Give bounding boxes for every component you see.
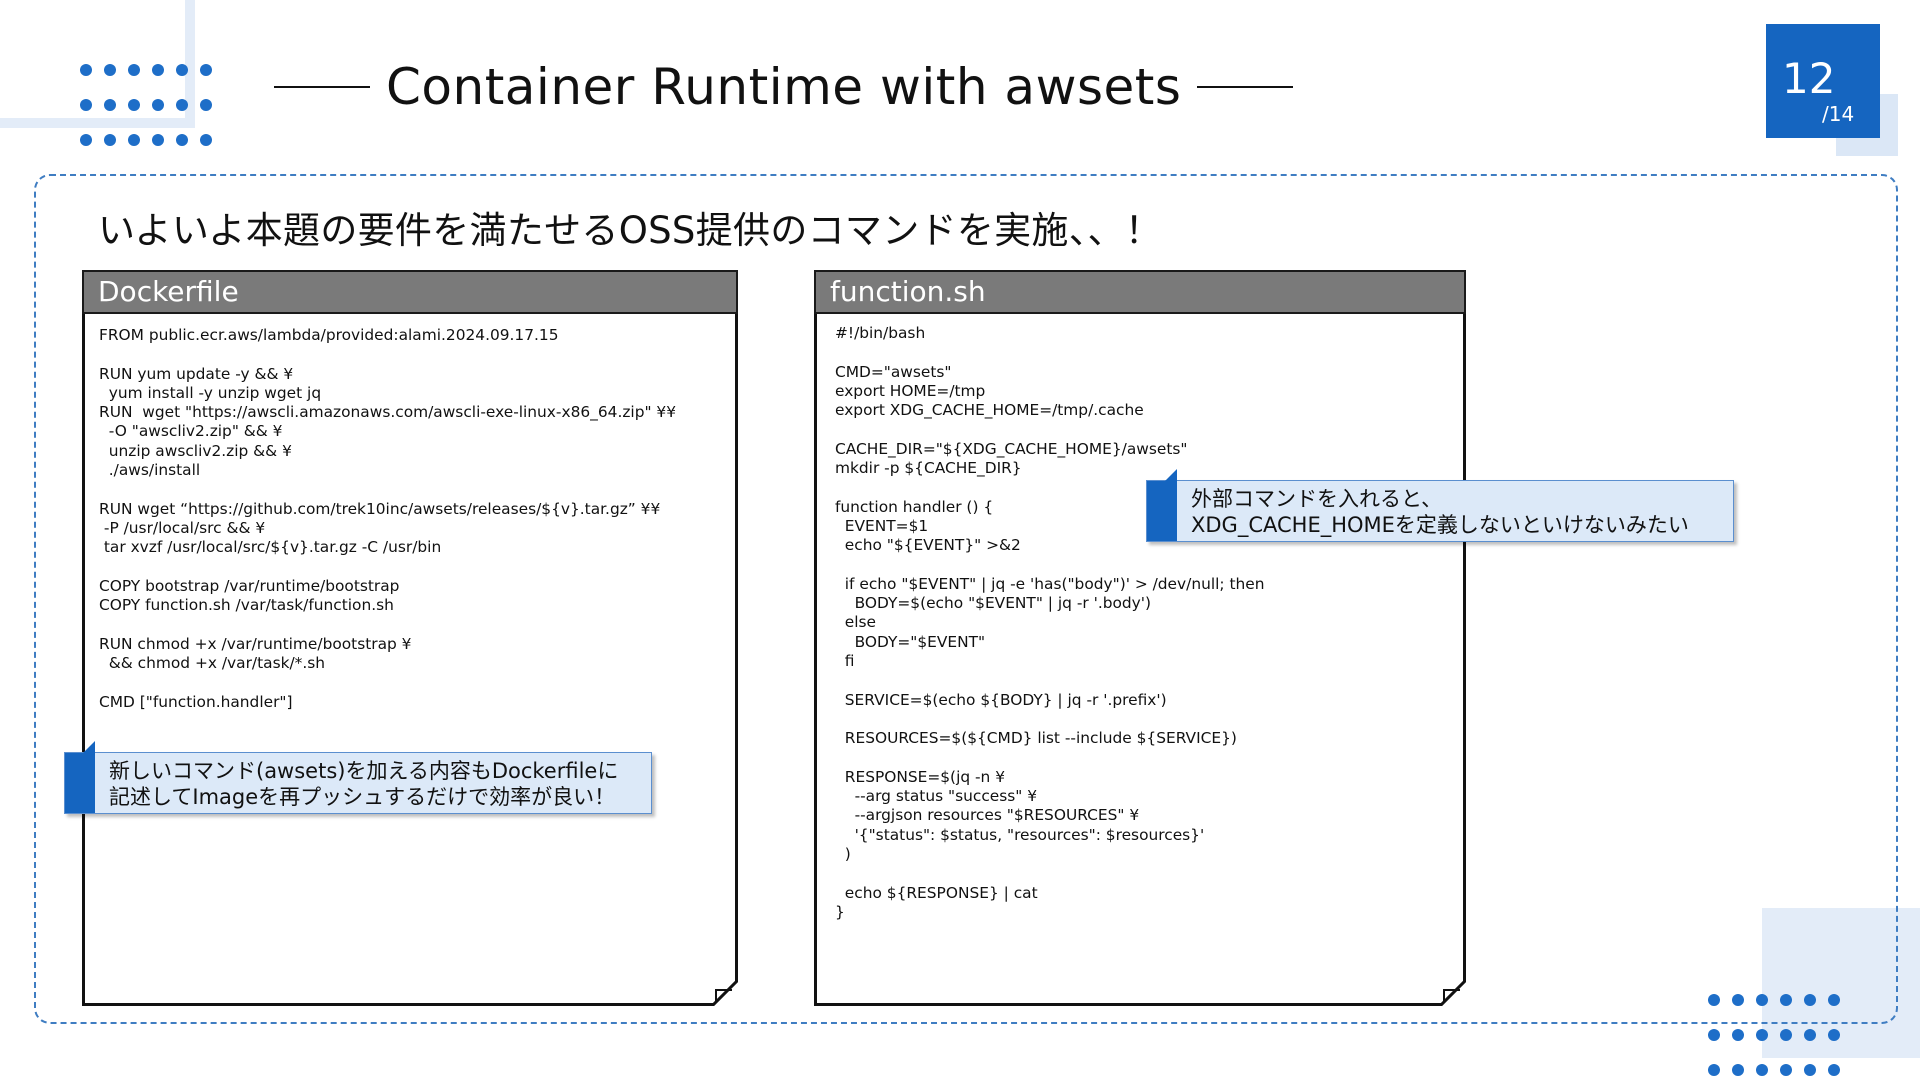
page-fold-icon — [1440, 980, 1466, 1006]
function-sh-panel-title: function.sh — [814, 270, 1466, 314]
slide-subtitle: いよいよ本題の要件を満たせるOSS提供のコマンドを実施、、！ — [98, 209, 1163, 252]
function-sh-code: #!/bin/bash CMD="awsets" export HOME=/tm… — [835, 324, 1265, 921]
content-frame — [34, 174, 1898, 1024]
callout-line: XDG_CACHE_HOMEを定義しないといけないみたい — [1191, 513, 1689, 537]
decorative-dots-top-left — [80, 64, 212, 146]
dockerfile-panel: Dockerfile FROM public.ecr.aws/lambda/pr… — [82, 270, 738, 1006]
decorative-square-top-left — [0, 0, 195, 128]
dockerfile-panel-title: Dockerfile — [82, 270, 738, 314]
function-sh-callout-text: 外部コマンドを入れると、 XDG_CACHE_HOMEを定義しないといけないみた… — [1191, 486, 1689, 538]
page-number-badge: 12 /14 — [1766, 24, 1880, 138]
title-rule-right — [1197, 86, 1294, 88]
callout-accent-bar — [65, 753, 95, 813]
function-sh-callout: 外部コマンドを入れると、 XDG_CACHE_HOMEを定義しないといけないみた… — [1146, 469, 1734, 542]
callout-line: 記述してImageを再プッシュするだけで効率が良い！ — [109, 785, 616, 809]
page-fold-icon — [712, 980, 738, 1006]
title-rule-left — [274, 86, 370, 88]
decorative-dots-bottom-right — [1708, 994, 1840, 1076]
dockerfile-code-box: FROM public.ecr.aws/lambda/provided:alam… — [82, 314, 738, 1006]
function-sh-panel: function.sh #!/bin/bash CMD="awsets" exp… — [814, 270, 1466, 1006]
callout-line: 外部コマンドを入れると、 — [1191, 487, 1443, 511]
slide-title: Container Runtime with awsets — [386, 58, 1182, 116]
callout-line: 新しいコマンド(awsets)を加える内容もDockerfileに — [109, 759, 619, 783]
page-number: 12 — [1782, 54, 1836, 103]
callout-accent-bar — [1147, 481, 1177, 541]
slide-title-row: Container Runtime with awsets — [274, 52, 1294, 122]
function-sh-code-box: #!/bin/bash CMD="awsets" export HOME=/tm… — [814, 314, 1466, 1006]
page-total: /14 — [1822, 102, 1855, 126]
dockerfile-callout-text: 新しいコマンド(awsets)を加える内容もDockerfileに 記述してIm… — [109, 758, 618, 810]
dockerfile-callout: 新しいコマンド(awsets)を加える内容もDockerfileに 記述してIm… — [64, 741, 652, 814]
dockerfile-code: FROM public.ecr.aws/lambda/provided:alam… — [99, 326, 677, 711]
